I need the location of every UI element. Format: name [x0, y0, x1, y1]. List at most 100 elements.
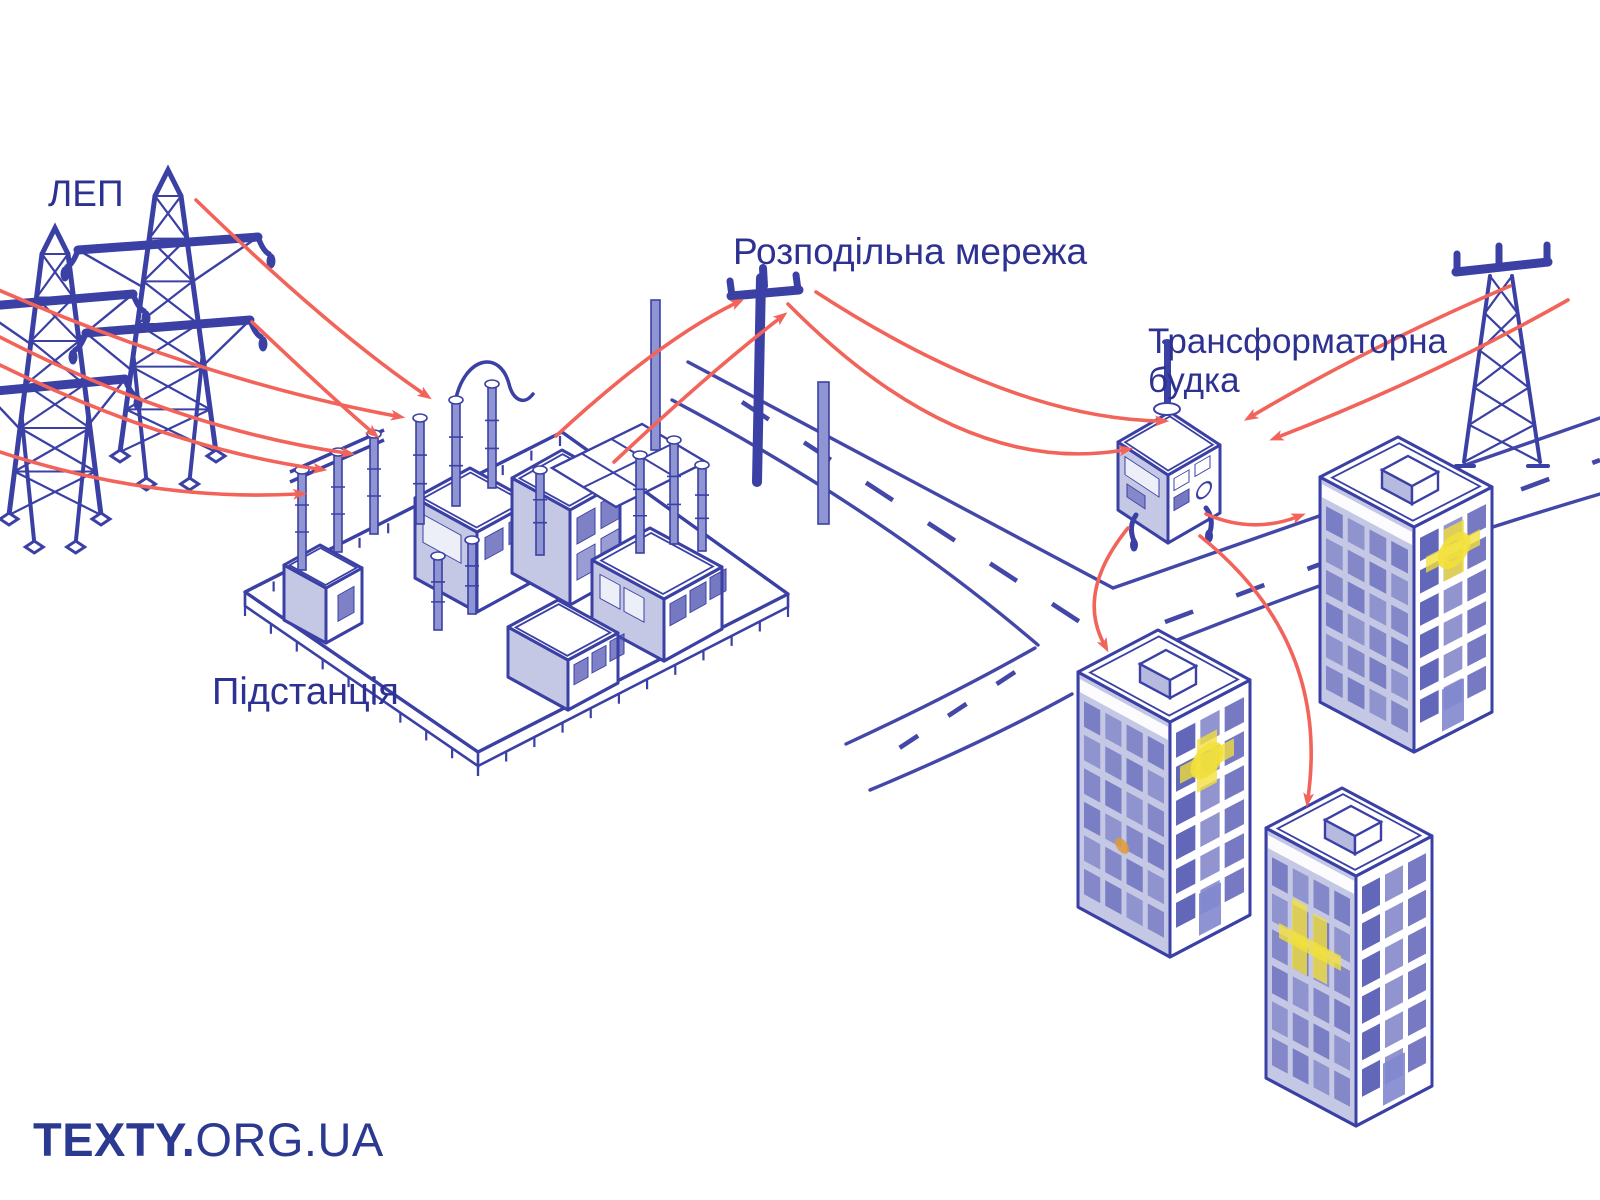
- insulator-post: [635, 454, 645, 554]
- road-centerline: [740, 400, 1082, 624]
- window: [1147, 836, 1164, 871]
- window: [1176, 858, 1196, 894]
- window: [1347, 613, 1365, 647]
- street-lattice-pylon: [1451, 241, 1553, 468]
- entrance-door: [1442, 678, 1464, 732]
- window: [1124, 455, 1160, 498]
- window: [1126, 724, 1143, 759]
- power-flow-arrows: [0, 198, 1570, 808]
- flow-arrow-to-building: [1204, 512, 1306, 527]
- building-face: [1078, 672, 1170, 957]
- mast: [817, 381, 830, 525]
- transformer-cabin: [1116, 410, 1222, 545]
- window: [1369, 592, 1387, 626]
- window: [1173, 469, 1190, 492]
- pylon-foot: [177, 476, 202, 492]
- window: [1105, 712, 1122, 748]
- window: [1385, 938, 1403, 976]
- window: [1272, 1037, 1288, 1074]
- window: [1147, 903, 1164, 938]
- window: [1369, 561, 1387, 594]
- window: [1326, 665, 1343, 699]
- insulator-post: [451, 399, 461, 507]
- window: [1292, 868, 1309, 905]
- window: [591, 644, 607, 674]
- window: [1467, 504, 1486, 537]
- entrance-door: [1383, 1052, 1405, 1106]
- pole-crossarm: [726, 285, 804, 301]
- building-face: [1266, 828, 1356, 1126]
- flow-arrow-lep: [0, 450, 308, 500]
- pylon-foot: [22, 539, 47, 555]
- apartment-tower: [1264, 786, 1434, 1128]
- site-logo-bold: TEXTY.: [33, 1113, 195, 1166]
- window: [1467, 633, 1486, 667]
- highlight-mark: [1279, 922, 1341, 971]
- distribution-pole: [726, 264, 804, 487]
- building-face: [284, 565, 326, 644]
- window: [576, 507, 596, 545]
- insulator-post: [433, 555, 443, 631]
- building-face: [1320, 477, 1414, 752]
- window: [1369, 624, 1387, 658]
- window: [1362, 1059, 1380, 1097]
- roof: [1116, 410, 1222, 477]
- window: [1334, 1034, 1350, 1071]
- pole-mast: [752, 273, 766, 487]
- window: [1194, 454, 1211, 478]
- window: [1224, 697, 1245, 733]
- window: [1334, 962, 1350, 999]
- insulator-post: [333, 451, 343, 553]
- window: [1147, 869, 1164, 905]
- window: [1272, 1001, 1288, 1038]
- window: [599, 573, 621, 610]
- flow-arrow-lep: [0, 288, 406, 421]
- window: [1147, 735, 1164, 771]
- building-face: [1176, 697, 1245, 936]
- cable-stub: [1128, 512, 1139, 544]
- window: [1334, 890, 1350, 927]
- window: [1362, 877, 1380, 915]
- flow-arrow-to-transformer: [814, 290, 1170, 427]
- window: [1408, 853, 1426, 891]
- window: [1326, 633, 1343, 667]
- window: [1385, 901, 1403, 939]
- window: [1467, 601, 1486, 634]
- window: [1173, 488, 1190, 512]
- window: [1326, 569, 1343, 603]
- transmission-pylons: [0, 164, 276, 555]
- window: [1313, 879, 1330, 916]
- window: [1126, 483, 1146, 510]
- highlight-ring: [1190, 741, 1224, 780]
- equipment-hut: [506, 598, 625, 712]
- entrance-door: [1199, 882, 1221, 936]
- roof: [590, 526, 724, 601]
- window: [1084, 734, 1101, 770]
- window: [1084, 701, 1101, 736]
- insulator-post: [467, 539, 477, 615]
- window: [1200, 845, 1220, 882]
- window: [1084, 868, 1101, 904]
- window: [1467, 665, 1486, 699]
- apartment-tower: [1318, 435, 1494, 754]
- window: [1391, 668, 1408, 701]
- highlight-ring: [1437, 531, 1471, 570]
- window: [1176, 824, 1196, 860]
- highlight-mark: [1444, 519, 1464, 582]
- window: [573, 656, 589, 686]
- window: [1313, 1059, 1330, 1096]
- window: [1347, 676, 1365, 710]
- insulator-post: [297, 469, 307, 571]
- window: [1272, 893, 1288, 930]
- window: [1467, 568, 1486, 602]
- building-face: [337, 585, 355, 623]
- window: [1347, 581, 1365, 615]
- building-face: [415, 498, 477, 613]
- window: [1334, 1070, 1350, 1107]
- window: [689, 581, 707, 614]
- window: [1391, 700, 1408, 733]
- window: [1126, 891, 1143, 927]
- crossarm: [0, 374, 130, 396]
- pylon-foot: [0, 511, 21, 527]
